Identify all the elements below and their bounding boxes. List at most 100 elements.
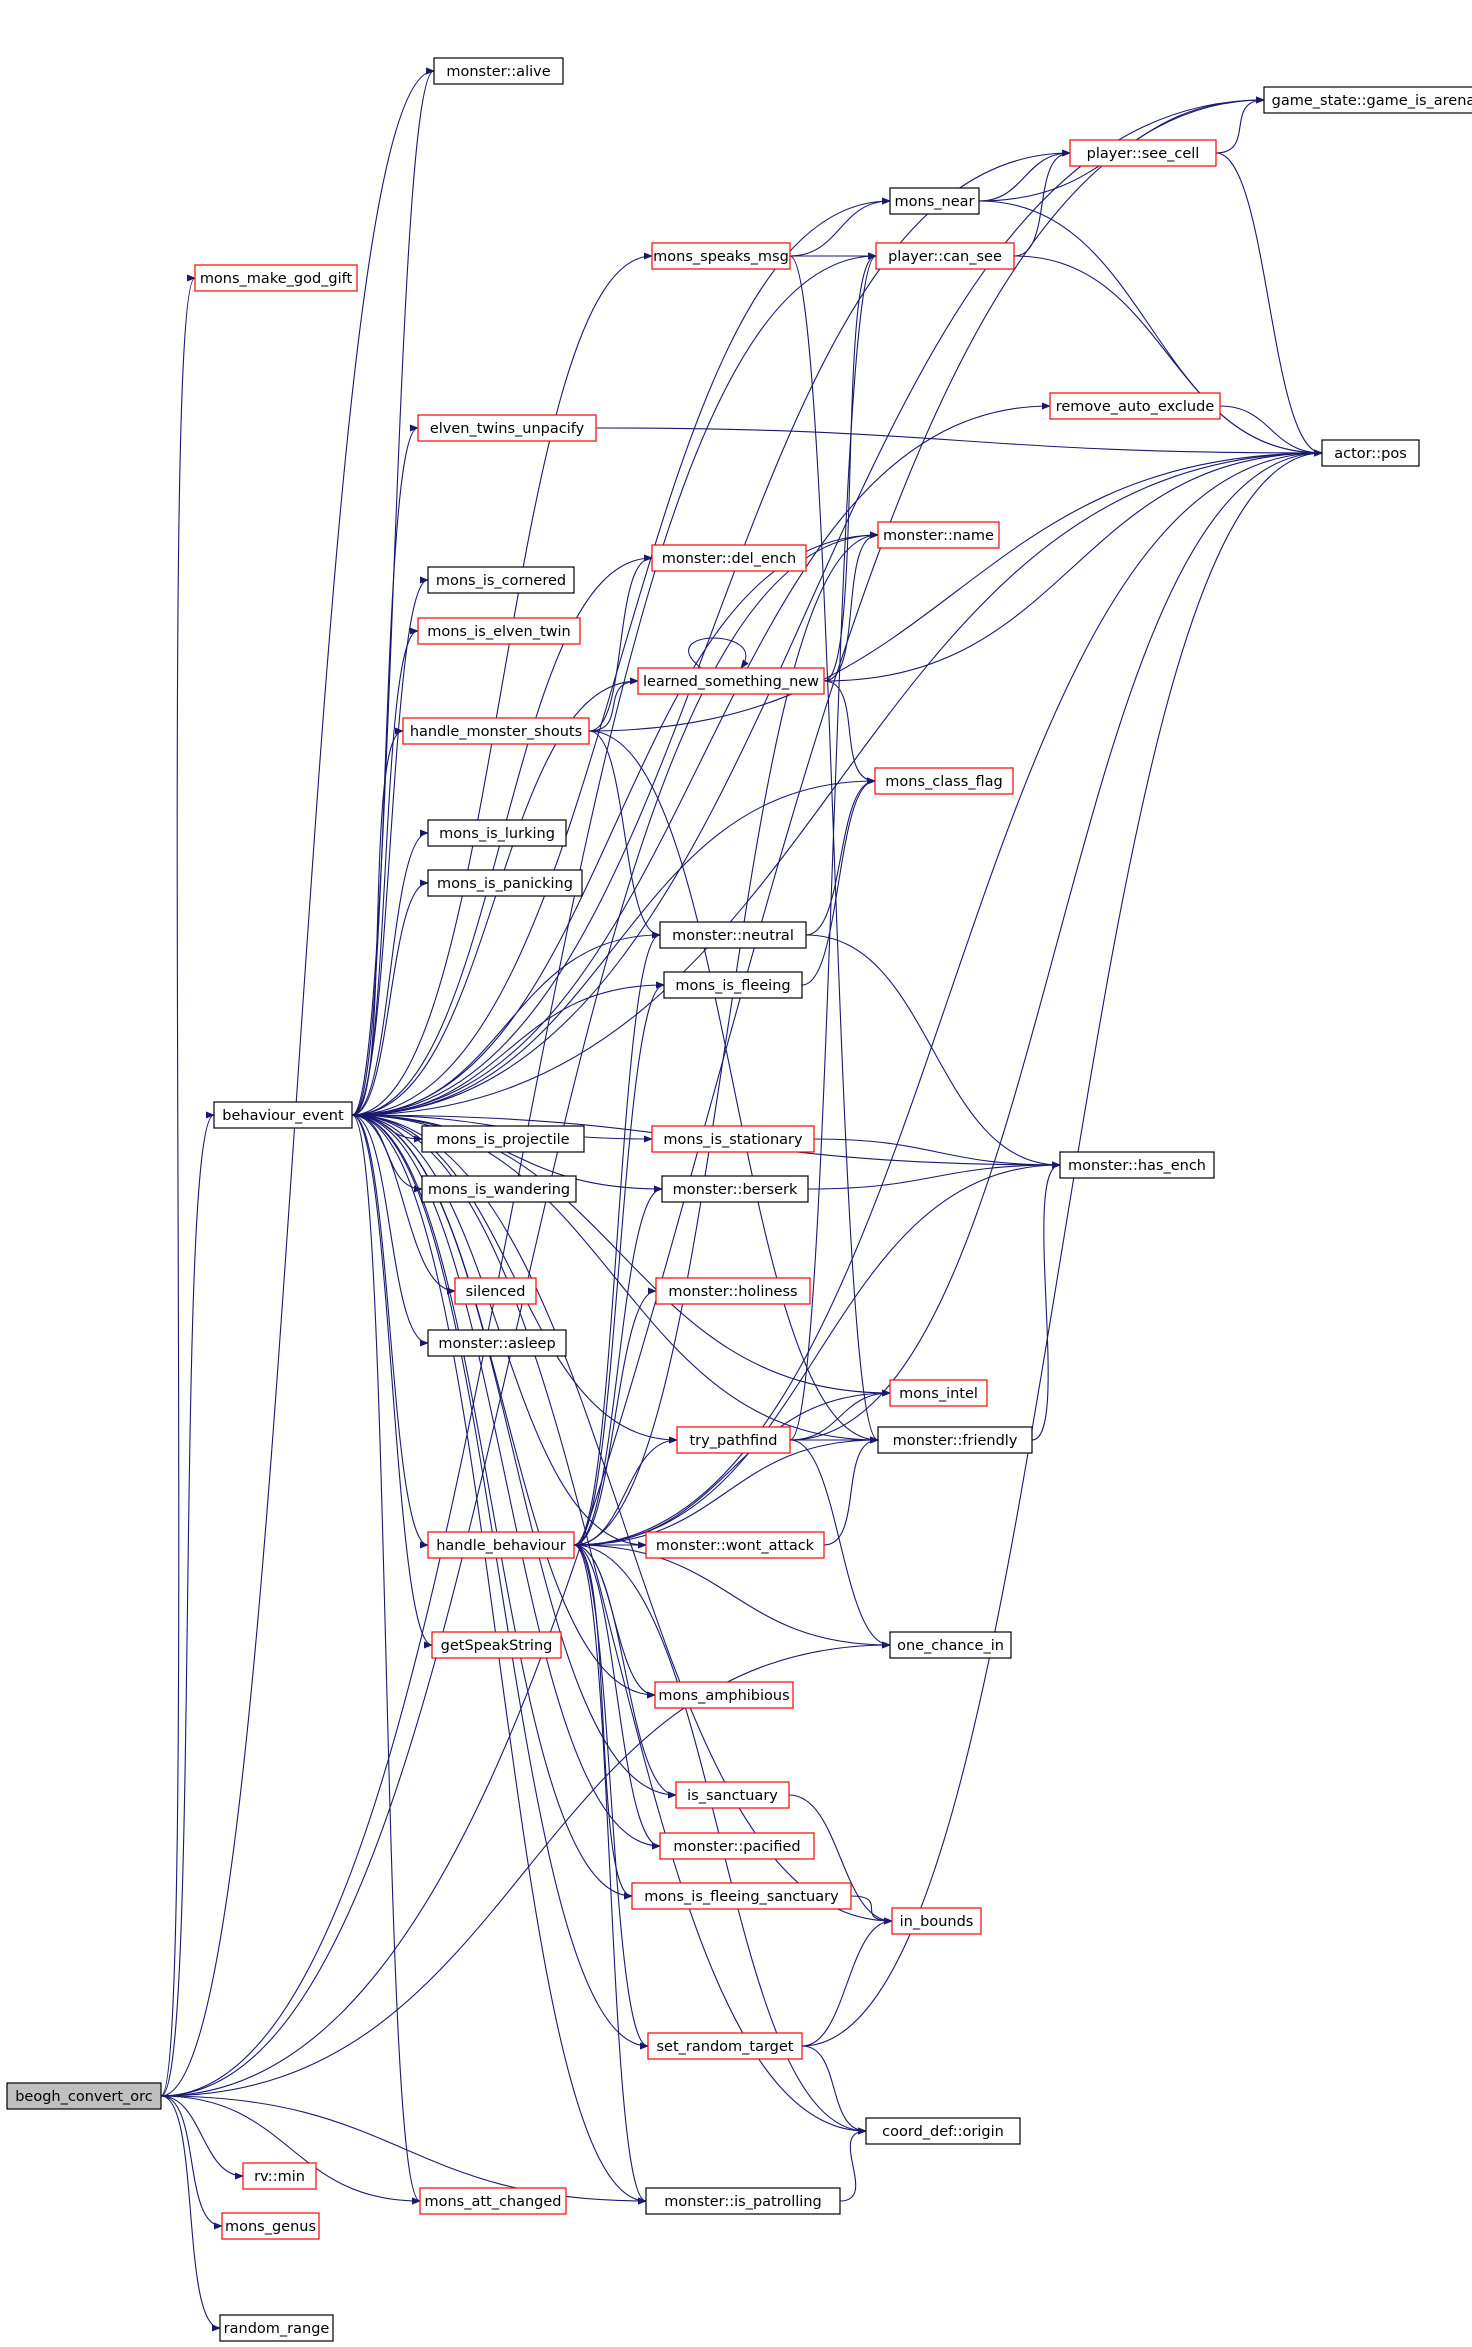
node-mons-genus[interactable]: mons_genus [221, 2212, 320, 2240]
node-monster-holiness[interactable]: monster::holiness [655, 1277, 811, 1305]
node-box [417, 414, 597, 442]
node-box [889, 1631, 1012, 1659]
node-label: set_random_target [657, 2039, 794, 2055]
node-player-see-cell[interactable]: player::see_cell [1069, 139, 1217, 167]
node-box [891, 1907, 982, 1935]
edge-try-pathfind-to-mons-intel [789, 1389, 891, 1441]
node-label: mons_is_cornered [436, 573, 566, 589]
node-label: mons_near [895, 194, 975, 210]
node-actor-pos[interactable]: actor::pos [1321, 439, 1420, 467]
node-mons-is-fleeing[interactable]: mons_is_fleeing [663, 971, 803, 999]
node-game-state-game-is-arena[interactable]: game_state::game_is_arena [1263, 86, 1472, 114]
edge-behaviour-event-to-remove-auto-exclude [351, 402, 1051, 1116]
edge-beogh-convert-orc-to-mons-make-god-gift [160, 274, 196, 2097]
edge-handle-behaviour-to-mons-intel [573, 1389, 891, 1546]
node-handle-behaviour[interactable]: handle_behaviour [427, 1531, 575, 1559]
node-label: mons_is_stationary [663, 1132, 803, 1148]
edge-beogh-convert-orc-to-mons-genus [160, 2095, 223, 2230]
node-mons-speaks-msg[interactable]: mons_speaks_msg [651, 242, 791, 270]
edge-player-can-see-to-actor-pos [1013, 255, 1323, 457]
node-beogh-convert-orc[interactable]: beogh_convert_orc [6, 2082, 162, 2110]
node-mons-near[interactable]: mons_near [889, 187, 980, 215]
node-behaviour-event[interactable]: behaviour_event [213, 1101, 353, 1129]
node-elven-twins-unpacify[interactable]: elven_twins_unpacify [417, 414, 597, 442]
node-mons-make-god-gift[interactable]: mons_make_god_gift [194, 264, 358, 292]
node-coord-def-origin[interactable]: coord_def::origin [865, 2117, 1021, 2145]
edge-behaviour-event-to-mons-is-panicking [351, 879, 429, 1116]
edge-behaviour-event-to-mons-is-elven-twin [351, 627, 419, 1116]
edge-elven-twins-unpacify-to-actor-pos [595, 427, 1323, 457]
node-mons-amphibious[interactable]: mons_amphibious [654, 1681, 794, 1709]
node-box [433, 57, 564, 85]
node-label: try_pathfind [690, 1433, 778, 1449]
edge-handle-monster-shouts-to-learned-something-new [588, 677, 639, 732]
node-box [427, 869, 583, 897]
node-box [877, 521, 1000, 549]
node-monster-name[interactable]: monster::name [877, 521, 1000, 549]
node-mons-is-stationary[interactable]: mons_is_stationary [651, 1125, 815, 1153]
node-box [659, 921, 807, 949]
node-handle-monster-shouts[interactable]: handle_monster_shouts [402, 717, 590, 745]
node-monster-is-patrolling[interactable]: monster::is_patrolling [645, 2187, 841, 2215]
node-box [874, 767, 1014, 795]
node-monster-berserk[interactable]: monster::berserk [661, 1175, 809, 1203]
node-monster-asleep[interactable]: monster::asleep [427, 1329, 567, 1357]
edge-beogh-convert-orc-to-monster-alive [160, 67, 435, 2097]
node-box [421, 1175, 577, 1203]
node-mons-is-cornered[interactable]: mons_is_cornered [427, 566, 575, 594]
node-learned-something-new[interactable]: learned_something_new [637, 667, 825, 695]
edge-handle-monster-shouts-to-monster-friendly [588, 730, 879, 1444]
node-getSpeakString[interactable]: getSpeakString [431, 1631, 562, 1659]
node-box [194, 264, 358, 292]
node-box [889, 187, 980, 215]
edge-monster-berserk-to-monster-has-ench [807, 1161, 1061, 1190]
edge-behaviour-event-to-monster-neutral [351, 931, 661, 1116]
node-mons-is-fleeing-sanctuary[interactable]: mons_is_fleeing_sanctuary [631, 1882, 852, 1910]
node-monster-alive[interactable]: monster::alive [433, 57, 564, 85]
node-box [221, 2212, 320, 2240]
edge-handle-behaviour-to-one-chance-in [573, 1544, 891, 1649]
node-random-range[interactable]: random_range [219, 2314, 334, 2342]
node-mons-is-panicking[interactable]: mons_is_panicking [427, 869, 583, 897]
node-box [242, 2162, 317, 2190]
node-player-can-see[interactable]: player::can_see [875, 242, 1015, 270]
node-box [645, 2187, 841, 2215]
node-mons-is-elven-twin[interactable]: mons_is_elven_twin [417, 617, 581, 645]
edge-try-pathfind-to-player-can-see [789, 252, 877, 1441]
node-mons-att-changed[interactable]: mons_att_changed [419, 2187, 567, 2215]
node-monster-has-ench[interactable]: monster::has_ench [1059, 1151, 1215, 1179]
node-label: monster::name [883, 528, 994, 544]
node-is-sanctuary[interactable]: is_sanctuary [675, 1781, 790, 1809]
node-silenced[interactable]: silenced [454, 1277, 537, 1305]
node-monster-pacified[interactable]: monster::pacified [659, 1832, 815, 1860]
node-one-chance-in[interactable]: one_chance_in [889, 1631, 1012, 1659]
node-set-random-target[interactable]: set_random_target [647, 2032, 803, 2060]
node-in-bounds[interactable]: in_bounds [891, 1907, 982, 1935]
edge-handle-behaviour-to-monster-is-patrolling [573, 1544, 647, 2205]
node-mons-is-wandering[interactable]: mons_is_wandering [421, 1175, 577, 1203]
node-monster-friendly[interactable]: monster::friendly [877, 1426, 1033, 1454]
node-monster-wont-attack[interactable]: monster::wont_attack [645, 1531, 825, 1559]
node-box [219, 2314, 334, 2342]
node-box [1069, 139, 1217, 167]
edge-monster-wont-attack-to-monster-friendly [823, 1436, 879, 1546]
node-monster-neutral[interactable]: monster::neutral [659, 921, 807, 949]
node-remove-auto-exclude[interactable]: remove_auto_exclude [1049, 392, 1221, 420]
node-mons-intel[interactable]: mons_intel [889, 1379, 988, 1407]
node-box [875, 242, 1015, 270]
node-mons-is-lurking[interactable]: mons_is_lurking [427, 819, 567, 847]
node-monster-del-ench[interactable]: monster::del_ench [651, 544, 807, 572]
edge-behaviour-event-to-mons-class-flag [351, 777, 876, 1116]
node-try-pathfind[interactable]: try_pathfind [676, 1426, 791, 1454]
edge-beogh-convert-orc-to-one-chance-in [160, 1641, 891, 2097]
node-mons-is-projectile[interactable]: mons_is_projectile [421, 1125, 585, 1153]
edge-behaviour-event-to-getSpeakString [351, 1114, 433, 1649]
node-box [676, 1426, 791, 1454]
edge-set-random-target-to-coord-def-origin [801, 2045, 867, 2135]
edge-handle-behaviour-to-monster-berserk [573, 1185, 663, 1546]
node-rv-min[interactable]: rv::min [242, 2162, 317, 2190]
edge-remove-auto-exclude-to-actor-pos [1219, 405, 1323, 457]
node-box [651, 242, 791, 270]
node-label: mons_speaks_msg [653, 249, 789, 265]
node-mons-class-flag[interactable]: mons_class_flag [874, 767, 1014, 795]
